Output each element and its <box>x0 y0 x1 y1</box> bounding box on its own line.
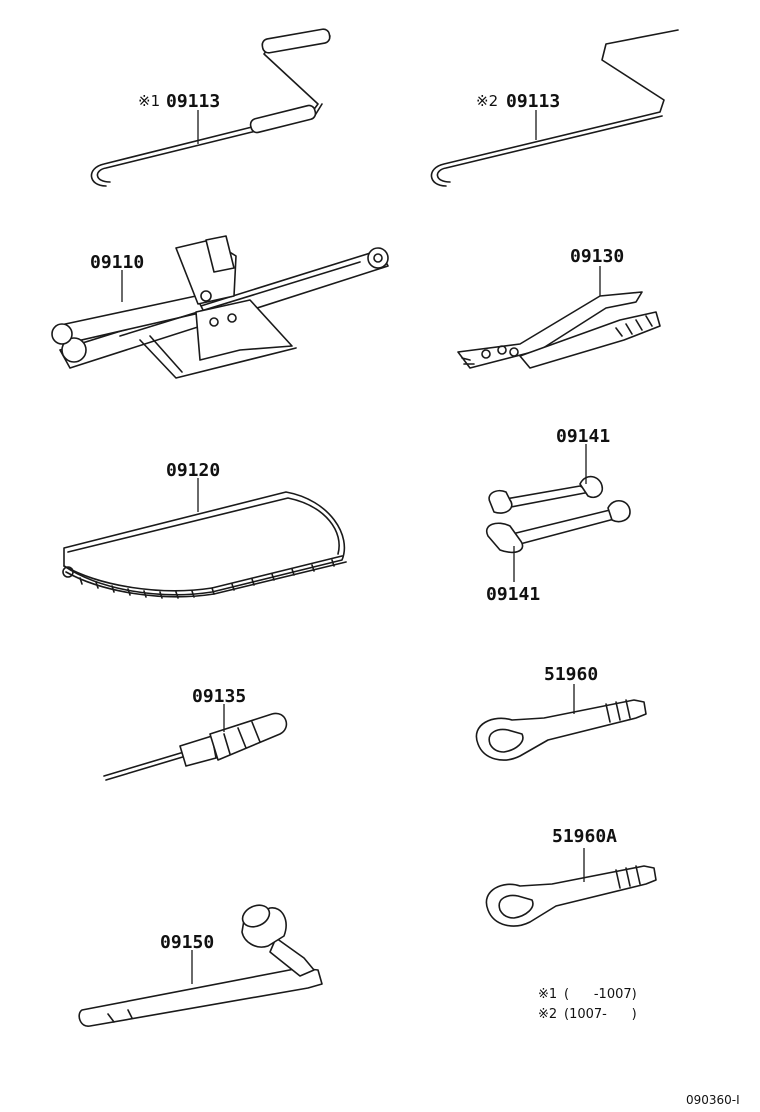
pliers-drawing <box>457 291 661 369</box>
wrench-b-number: 09141 <box>486 584 540 605</box>
jack-handle-drawing-1 <box>90 28 331 187</box>
screwdriver-number: 09135 <box>192 686 246 707</box>
crank-2-mark: ※2 <box>476 92 498 110</box>
crank-1-number: 09113 <box>166 91 220 112</box>
crank-2-number: 09113 <box>506 91 560 112</box>
tool-bag-drawing <box>62 491 347 599</box>
tow-eye-drawing <box>475 699 647 761</box>
lug-wrench-drawing <box>78 904 323 1027</box>
jack-number: 09110 <box>90 252 144 273</box>
tool-bag-number: 09120 <box>166 460 220 481</box>
note-2-mark: ※2 <box>538 1007 557 1022</box>
note-1-mark: ※1 <box>538 987 557 1002</box>
tow-eye-a-drawing <box>485 865 657 927</box>
pliers-number: 09130 <box>570 246 624 267</box>
lug-wrench-number: 09150 <box>160 932 214 953</box>
screwdriver-drawing <box>103 712 288 781</box>
crank-1-mark: ※1 <box>138 92 160 110</box>
tow-eye-a-number: 51960A <box>552 826 617 847</box>
wrench-drawing-b <box>485 500 631 554</box>
tow-eye-number: 51960 <box>544 664 598 685</box>
wrench-drawing-a <box>488 475 604 514</box>
note-2-text: (1007- ) <box>564 1007 637 1022</box>
jack-drawing <box>51 235 389 379</box>
note-1-text: ( -1007) <box>564 987 637 1002</box>
jack-handle-drawing-2 <box>430 29 679 187</box>
reference-code: 090360-I <box>686 1093 740 1107</box>
wrench-a-number: 09141 <box>556 426 610 447</box>
